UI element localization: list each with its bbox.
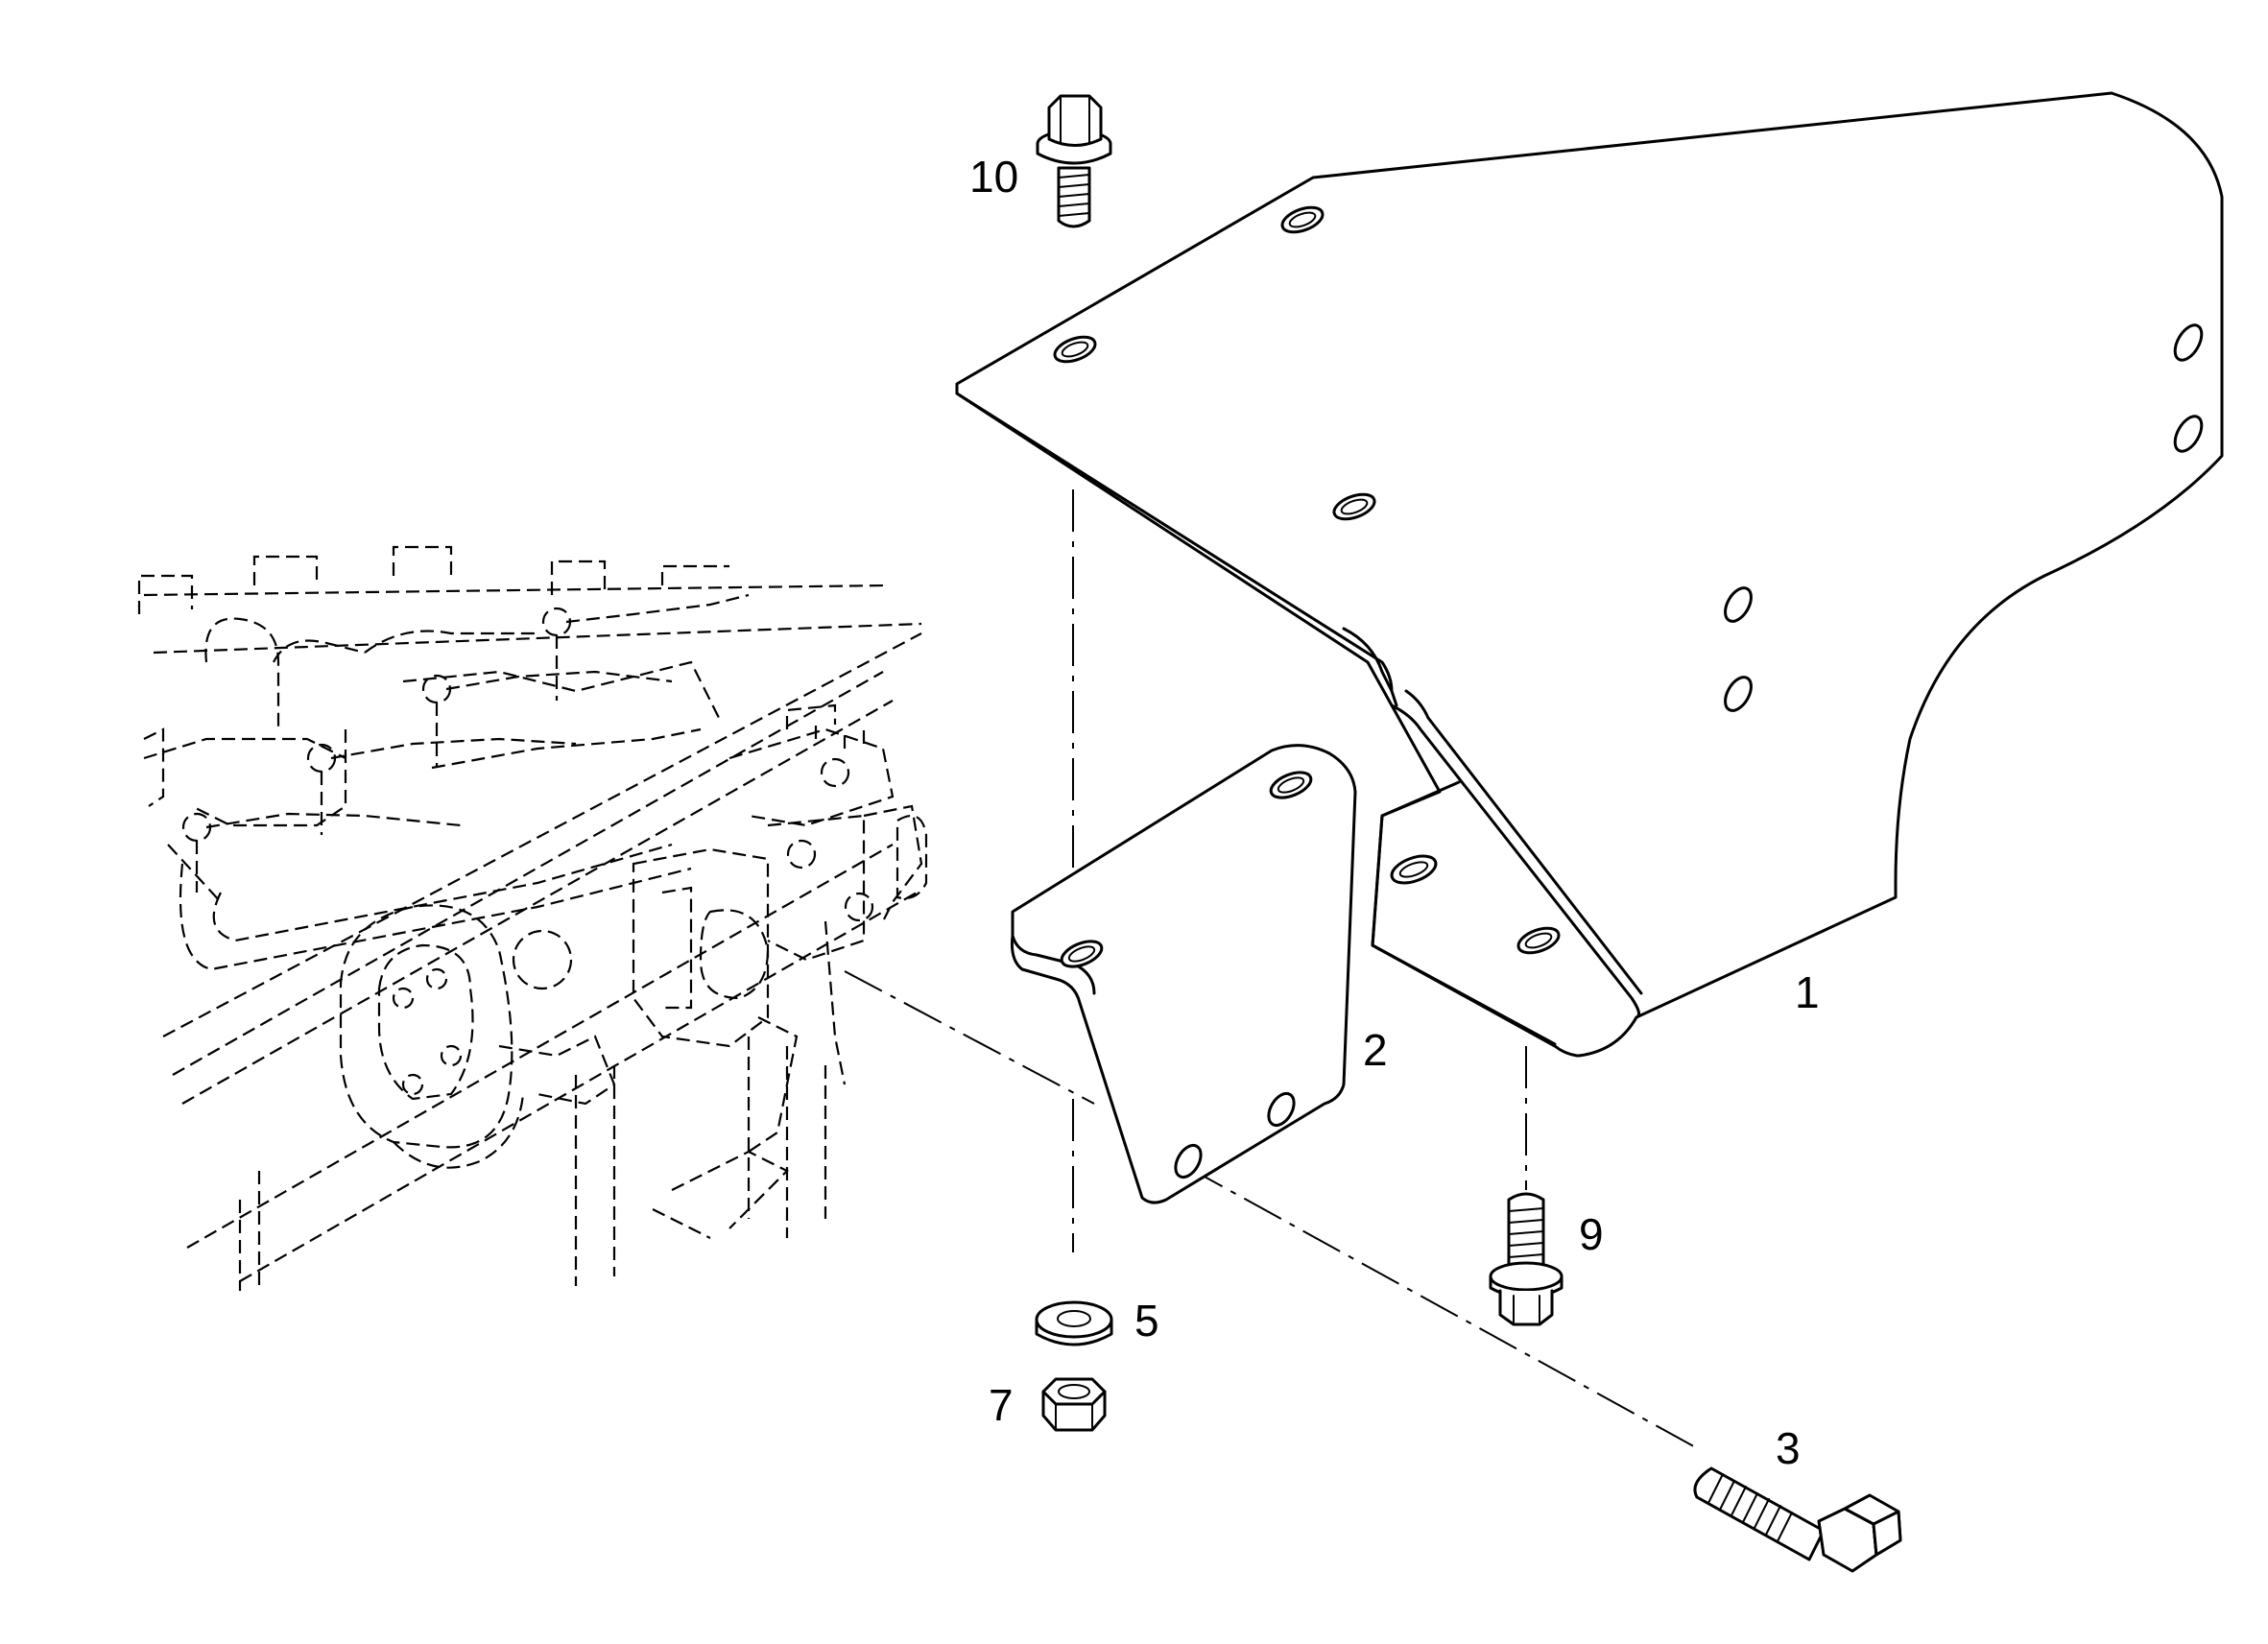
callout-2: 2 (1363, 1025, 1388, 1075)
part-10-flange-bolt (1036, 94, 1112, 228)
engine-phantom-outline (137, 545, 928, 1291)
part-5-washer (1035, 1300, 1113, 1346)
part-9-flange-bolt (1489, 1192, 1564, 1326)
assembly-center-lines (844, 489, 1700, 1450)
part-1-mounting-bracket (955, 91, 2224, 1058)
callout-1: 1 (1795, 967, 1820, 1017)
part-2-support-bracket (1011, 744, 1357, 1204)
callout-3: 3 (1776, 1423, 1801, 1473)
callout-10: 10 (969, 152, 1018, 202)
callout-7: 7 (989, 1380, 1014, 1430)
callout-5: 5 (1134, 1296, 1159, 1346)
callout-labels: 1 2 3 5 7 9 10 (969, 152, 1820, 1473)
part-7-hex-nut (1041, 1377, 1107, 1432)
part-3-hex-bolt (1693, 1466, 1902, 1573)
callout-9: 9 (1579, 1209, 1604, 1259)
